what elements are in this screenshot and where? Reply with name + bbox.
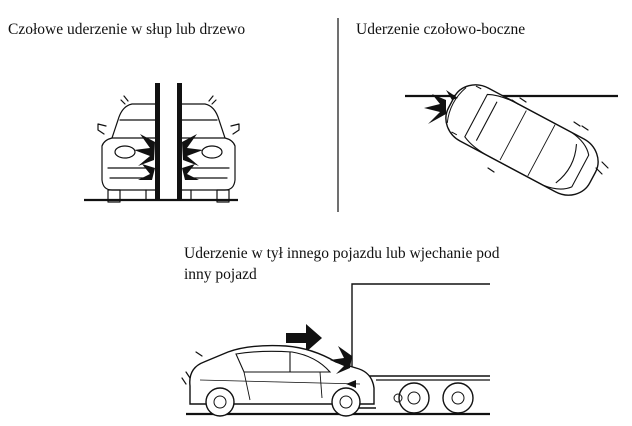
impact-burst-icon xyxy=(330,346,356,388)
underride-scene xyxy=(181,283,490,417)
frontal-caption: Czołowe uderzenie w słup lub drzewo xyxy=(8,21,246,38)
oblique-scene xyxy=(405,84,618,196)
car-side-icon xyxy=(189,344,375,417)
impact-burst-icon xyxy=(134,134,203,180)
underride-caption: Uderzenie w tył innego pojazdu lub wjech… xyxy=(184,245,500,283)
truck-icon xyxy=(351,283,490,414)
car-front-icon xyxy=(97,103,156,203)
arrow-right-icon xyxy=(286,324,322,352)
car-top-icon xyxy=(445,84,599,196)
frontal-scene xyxy=(84,83,240,203)
motion-marks xyxy=(120,95,217,105)
car-front-icon xyxy=(181,103,240,203)
impact-burst-icon xyxy=(424,90,458,124)
motion-marks xyxy=(181,351,203,385)
motion-marks xyxy=(487,97,609,175)
pole-icon xyxy=(155,83,182,200)
oblique-caption: Uderzenie czołowo-boczne xyxy=(356,21,526,38)
